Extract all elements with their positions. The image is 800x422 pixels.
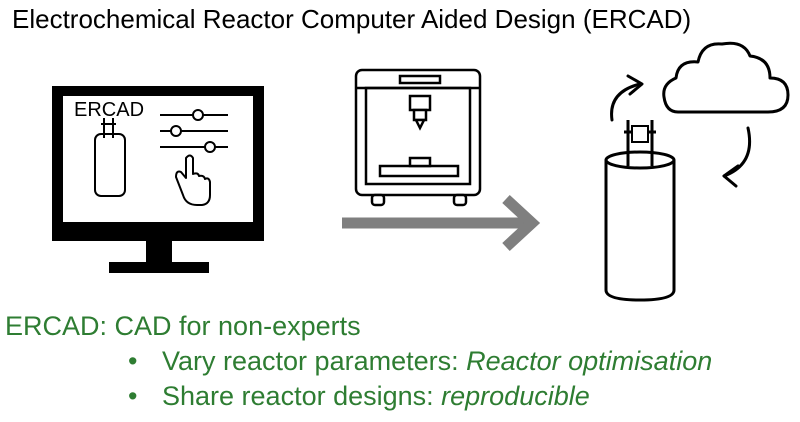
slider-icon	[160, 109, 228, 153]
page-title: Electrochemical Reactor Computer Aided D…	[12, 4, 692, 34]
list-item: • Share reactor designs: reproducible	[128, 379, 712, 414]
bullet-text: Vary reactor parameters:	[162, 346, 467, 376]
reactor-icon	[604, 120, 676, 302]
bullet-emphasis: Reactor optimisation	[466, 346, 713, 376]
arrow-right-icon	[342, 194, 541, 252]
reactor-icon	[94, 118, 126, 197]
bullet-text: Share reactor designs:	[162, 381, 442, 411]
list-item: • Vary reactor parameters: Reactor optimi…	[128, 344, 712, 379]
summary-heading: ERCAD: CAD for non-experts	[5, 311, 361, 341]
summary-bullet-list: • Vary reactor parameters: Reactor optimi…	[128, 344, 712, 414]
cloud-icon	[662, 41, 790, 114]
3d-printer-icon	[354, 68, 482, 207]
bullet-marker: •	[128, 346, 138, 376]
bullet-marker: •	[128, 381, 138, 411]
cycle-arrow-icon	[610, 74, 752, 188]
monitor-screen-label: ERCAD	[74, 99, 144, 121]
hand-pointer-icon	[175, 154, 211, 206]
monitor-icon	[52, 86, 264, 273]
bullet-emphasis: reproducible	[441, 381, 590, 411]
